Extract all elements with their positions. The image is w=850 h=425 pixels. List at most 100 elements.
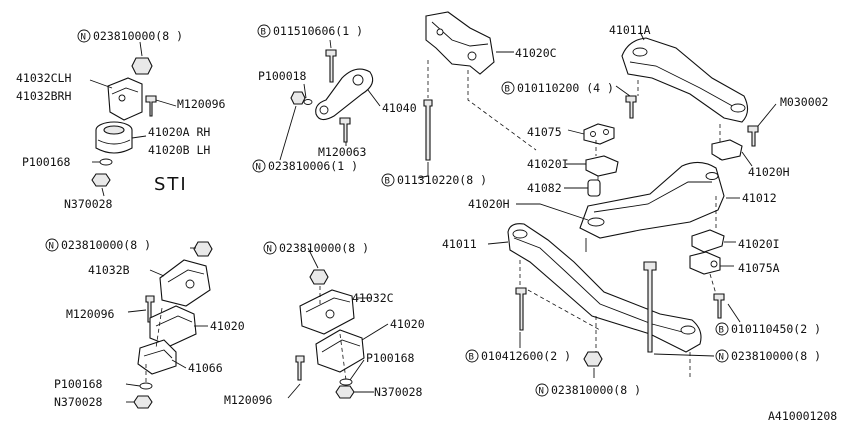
label-p100168-top: P100168 (22, 155, 71, 169)
circle-b-prefix: B (257, 24, 271, 38)
label-p100168-left: P100168 (54, 377, 103, 391)
nut-top-left (131, 57, 153, 75)
link-group-top-middle (279, 39, 381, 161)
svg-text:N: N (719, 353, 724, 363)
member-41012 (579, 161, 725, 239)
label-41020h-left: 41020H (468, 197, 510, 211)
nut-n370028-left (133, 395, 153, 409)
label-023810006: 023810006(1 ) (268, 159, 358, 173)
label-p100018: P100018 (258, 69, 307, 83)
label-41032b-rh: 41032BRH (16, 89, 71, 103)
drawing-number: A410001208 (768, 409, 837, 423)
label-m120096-top: M120096 (177, 97, 226, 111)
circle-b-prefix: B (501, 81, 515, 95)
label-41020a-rh: 41020A RH (148, 125, 210, 139)
bolt-010412600 (515, 287, 527, 331)
label-m030002: M030002 (780, 95, 828, 109)
label-41020-left: 41020 (210, 319, 245, 333)
label-41020i-lower: 41020I (738, 237, 780, 251)
label-41082: 41082 (527, 181, 562, 195)
svg-text:B: B (469, 353, 474, 363)
label-41040: 41040 (382, 101, 417, 115)
svg-text:N: N (256, 163, 261, 173)
engine-mount-group-bottom-middle (287, 247, 389, 399)
svg-text:B: B (505, 85, 510, 95)
bushing-41020h-right (711, 139, 743, 161)
bolt-010110450 (713, 293, 725, 319)
svg-text:B: B (261, 28, 266, 38)
bolt-m120063 (339, 117, 351, 143)
nut-023810000-bottom (583, 351, 603, 367)
label-p100168-bottom: P100168 (366, 351, 415, 365)
label-41020i-upper: 41020I (527, 157, 569, 171)
bolt-m120096-top (145, 95, 157, 117)
crossmember-41011 (507, 223, 702, 353)
circle-n-prefix: N (263, 241, 277, 255)
washer-p100168-top (99, 158, 113, 166)
label-010110450: 010110450(2 ) (731, 322, 821, 336)
label-n370028-top: N370028 (64, 197, 113, 211)
bolt-010110200 (625, 95, 637, 119)
circle-n-prefix: N (715, 349, 729, 363)
crossmember-41011a-group (615, 31, 777, 160)
label-41012: 41012 (742, 191, 777, 205)
label-41075: 41075 (527, 125, 562, 139)
label-010110200: 010110200 (4 ) (517, 81, 614, 95)
plate-41075-upper (583, 123, 615, 145)
circle-b-prefix: B (465, 349, 479, 363)
bracket-41032b (159, 259, 211, 307)
svg-text:B: B (385, 177, 390, 187)
engine-mount-group-bottom-left (125, 241, 213, 409)
circle-n-prefix: N (77, 29, 91, 43)
bolt-long-023810000 (643, 261, 657, 353)
member-41012-group (564, 123, 753, 323)
label-41011a: 41011A (609, 23, 651, 37)
circle-n-prefix: N (45, 238, 59, 252)
label-41020h-right: 41020H (748, 165, 790, 179)
washer-p100168-left (139, 382, 153, 390)
svg-text:N: N (49, 242, 54, 252)
label-sti: STI (154, 174, 188, 195)
bolt-011310220 (423, 99, 433, 161)
nut-n370028-bottom (335, 385, 355, 399)
circle-b-prefix: B (381, 173, 395, 187)
engine-mount-group-top-left (89, 41, 177, 197)
nut-n370028-top (91, 173, 111, 187)
circle-n-prefix: N (252, 159, 266, 173)
label-n370028-bottom: N370028 (374, 385, 423, 399)
label-m120063: M120063 (318, 145, 367, 159)
label-023810000-bottom-middle: 023810000(8 ) (279, 241, 369, 255)
bracket-41020c-group (417, 11, 537, 179)
label-41020c-top: 41020C (515, 46, 557, 60)
bracket-41066 (137, 339, 177, 375)
label-023810000-bottom-left: 023810000(8 ) (61, 238, 151, 252)
label-41020b-lh: 41020B LH (148, 143, 210, 157)
label-41032c-bottom: 41032C (352, 291, 394, 305)
nut-bottom-left-top (193, 241, 213, 257)
circle-n-prefix: N (535, 383, 549, 397)
svg-text:N: N (81, 33, 86, 43)
label-41032c-lh: 41032CLH (16, 71, 71, 85)
bolt-0115 (325, 49, 337, 83)
label-011510606: 011510606(1 ) (273, 24, 363, 38)
mount-41020-left (149, 305, 197, 347)
label-41032b: 41032B (88, 263, 130, 277)
nut-023810006 (290, 91, 306, 105)
label-m120096-left: M120096 (66, 307, 115, 321)
nut-bottom-middle (309, 269, 329, 285)
mount-41020-bottom (315, 329, 365, 373)
callout-labels: N B N B B N N B N N B 02381000 (16, 23, 837, 423)
circle-b-prefix: B (715, 322, 729, 336)
bushing-41020i-lower (691, 229, 725, 253)
sleeve-41082 (587, 179, 601, 197)
svg-text:N: N (267, 245, 272, 255)
label-41066: 41066 (188, 361, 223, 375)
label-010412600: 010412600(2 ) (481, 349, 571, 363)
bolt-m120096-bottom (295, 355, 305, 381)
plate-41075a (689, 251, 721, 275)
label-011310220: 011310220(8 ) (397, 173, 487, 187)
label-n370028-left: N370028 (54, 395, 103, 409)
label-41020-bottom: 41020 (390, 317, 425, 331)
svg-text:N: N (539, 387, 544, 397)
